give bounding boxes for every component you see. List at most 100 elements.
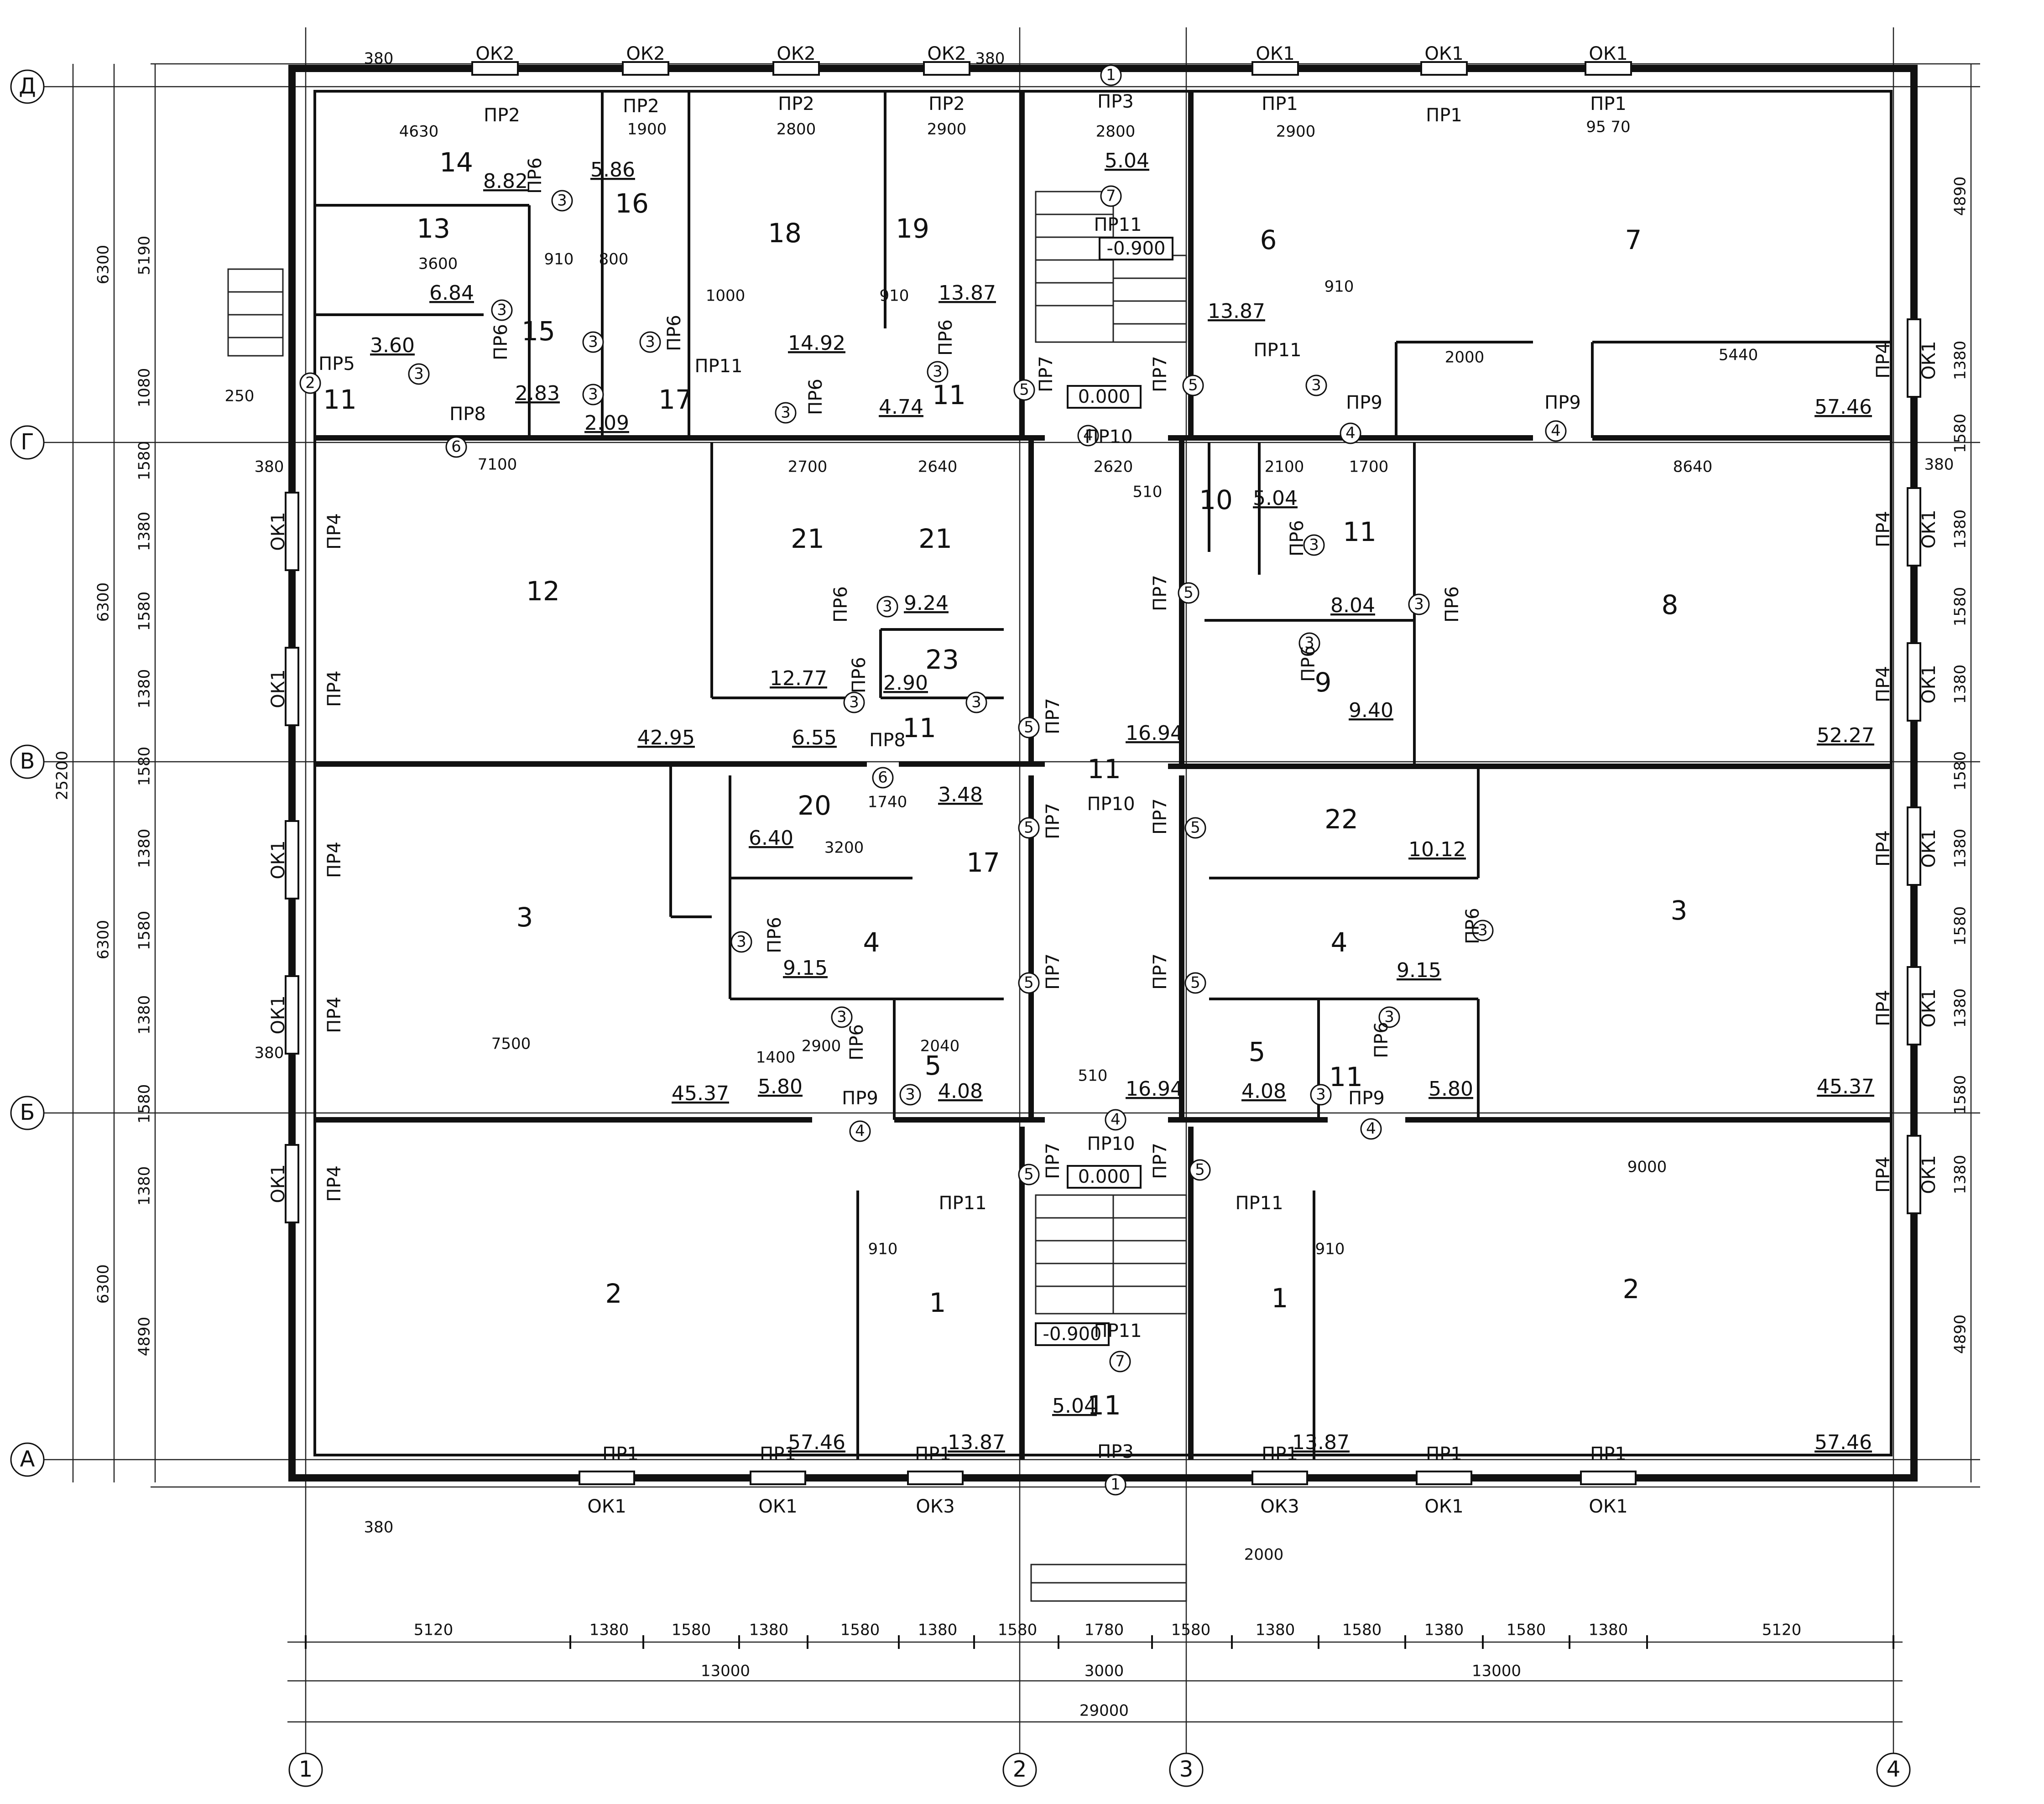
dimension-value: 1380 [1589, 1621, 1628, 1639]
detail-bubble [1298, 632, 1320, 654]
inner-dimension: 1400 [756, 1049, 796, 1067]
dimension-total: 25200 [53, 751, 72, 800]
detail-bubble-number: 4 [1111, 1111, 1121, 1129]
detail-bubble-number: 1 [1106, 66, 1116, 84]
detail-bubble [1018, 817, 1040, 839]
detail-bubble-number: 5 [1190, 974, 1200, 992]
room-number: 14 [439, 147, 473, 178]
axis-label: Б [20, 1100, 35, 1125]
opening-label: ОК1 [1589, 1496, 1627, 1517]
dimension-value: 1580 [136, 592, 154, 631]
side-label: ОК1 [268, 512, 289, 551]
opening-label: ПР9 [1348, 1088, 1385, 1109]
level-mark-box [1067, 385, 1142, 409]
side-label: ПР6 [846, 1024, 867, 1061]
side-label: ОК1 [1919, 341, 1940, 380]
dimension-value: 13000 [1472, 1662, 1521, 1680]
opening-label: ПР11 [1253, 340, 1301, 361]
opening-label: ПР2 [623, 96, 659, 117]
room-number: 16 [615, 188, 649, 219]
detail-bubble [1182, 374, 1204, 396]
room-number: 11 [1087, 754, 1121, 785]
detail-bubble-number: 5 [1019, 381, 1029, 399]
detail-bubble-number: 3 [1311, 376, 1321, 395]
dimension-value: 1080 [136, 368, 154, 408]
detail-bubble [1472, 920, 1494, 941]
inner-dimension: 2000 [1445, 348, 1485, 367]
room-number: 1 [929, 1287, 946, 1318]
side-label: ПР6 [935, 319, 956, 356]
room-number: 13 [417, 213, 450, 244]
opening-label: ПР1 [915, 1444, 951, 1465]
dimension-value: 1580 [1951, 906, 1970, 946]
inner-dimension: 250 [225, 387, 255, 406]
detail-bubble [1189, 1159, 1211, 1181]
room-number: 17 [658, 384, 692, 415]
detail-bubble [1305, 374, 1327, 396]
room-area: 5.04 [1052, 1394, 1097, 1418]
detail-bubble-number: 3 [645, 333, 655, 351]
room-number: 23 [925, 644, 959, 675]
detail-bubble-number: 3 [781, 404, 791, 422]
inner-dimension: 8640 [1673, 458, 1713, 476]
room-area: 8.82 [483, 170, 528, 193]
side-label: ОК1 [268, 840, 289, 879]
inner-dimension: 2040 [920, 1037, 960, 1055]
level-mark-box [1035, 1322, 1110, 1346]
dimension-value: 5120 [414, 1621, 454, 1639]
room-area: 12.77 [770, 667, 827, 690]
room-number: 11 [902, 712, 936, 743]
inner-dimension: 2640 [918, 458, 958, 476]
room-area: 2.09 [584, 411, 629, 435]
detail-bubble [927, 361, 949, 383]
detail-bubble [1100, 64, 1122, 86]
partitions [315, 91, 1891, 1460]
detail-bubble-number: 3 [971, 693, 981, 712]
detail-bubble-number: 3 [1316, 1086, 1326, 1104]
room-area: 4.08 [1241, 1080, 1286, 1103]
side-label: ПР7 [1150, 575, 1171, 611]
side-label: ОК1 [1919, 665, 1940, 703]
side-label: ПР7 [1150, 798, 1171, 835]
dimension-value: 1380 [918, 1621, 958, 1639]
room-area: 16.94 [1126, 1077, 1183, 1101]
room-area: 45.37 [672, 1082, 729, 1105]
room-area: 3.60 [370, 334, 415, 357]
axis-bubble [10, 69, 45, 104]
room-area: 52.27 [1817, 724, 1874, 747]
room-number: 3 [1671, 895, 1688, 926]
dimension-value: 1580 [998, 1621, 1038, 1639]
room-area: 6.84 [429, 281, 474, 305]
opening-label: ПР11 [1094, 214, 1142, 235]
dimension-value: 4890 [1951, 177, 1970, 216]
room-area: 6.55 [792, 726, 837, 749]
level-mark: -0.900 [1107, 238, 1166, 259]
opening-label: ОК3 [916, 1496, 954, 1517]
opening-label: ОК2 [927, 43, 966, 64]
detail-bubble-number: 4 [1345, 424, 1356, 442]
dimension-value: 4890 [1951, 1315, 1970, 1354]
opening-label: ПР2 [778, 94, 814, 114]
detail-bubble [1184, 817, 1206, 839]
dimension-value: 1380 [136, 669, 154, 709]
inner-dimension: 3600 [418, 255, 458, 273]
opening-label: ПР11 [1235, 1193, 1283, 1214]
inner-dimension: 910 [1324, 278, 1354, 296]
detail-bubble [1105, 1474, 1126, 1496]
detail-bubble-number: 7 [1115, 1352, 1125, 1371]
detail-bubble-number: 6 [878, 769, 888, 787]
detail-bubble-number: 7 [1106, 187, 1116, 205]
side-label: ПР4 [1873, 990, 1894, 1026]
axis-label: 4 [1887, 1757, 1901, 1782]
detail-bubble-number: 5 [1184, 584, 1194, 602]
detail-bubble-number: 5 [1188, 376, 1198, 395]
dimension-value: 1380 [1951, 509, 1970, 549]
axis-label: Д [19, 73, 36, 99]
room-area: 5.80 [1429, 1077, 1473, 1101]
axis-bubble [1169, 1752, 1204, 1787]
dimension-value: 3000 [1085, 1662, 1124, 1680]
inner-dimension: 910 [544, 250, 574, 269]
